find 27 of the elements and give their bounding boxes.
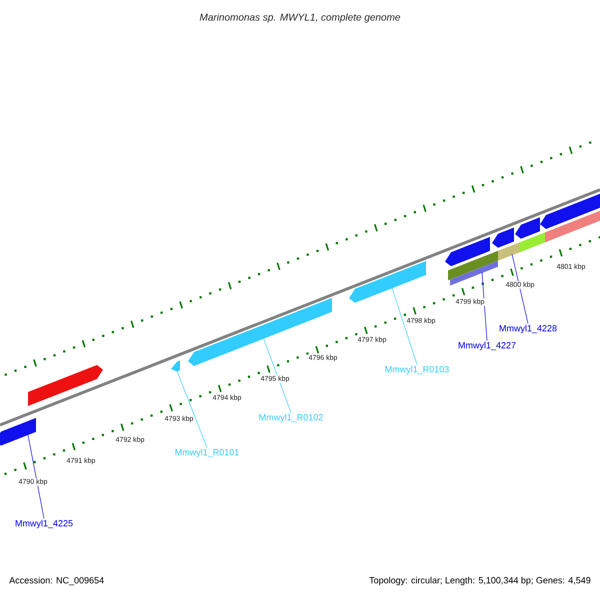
gene-feature — [0, 418, 36, 446]
leader-line — [176, 370, 208, 448]
gene-bar — [498, 242, 520, 261]
gene-bar — [520, 232, 545, 252]
leader-line — [512, 254, 528, 324]
gene-label: Mmwyl1_4225 — [16, 520, 73, 528]
gene-feature — [171, 360, 180, 372]
gene-feature — [28, 365, 103, 406]
gene-label: Mmwyl1_R0103 — [385, 366, 449, 374]
gene-bar — [545, 208, 600, 242]
gene-feature — [540, 192, 600, 229]
gene-feature — [349, 261, 426, 303]
gene-label: Mmwyl1_R0101 — [175, 448, 239, 458]
gene-feature — [445, 236, 490, 266]
leader-line — [392, 288, 418, 365]
accession-label: Accession: NC_009654 — [9, 576, 104, 586]
gene-feature — [492, 228, 514, 248]
title: Marinomonas sp. MWYL1, complete genome — [200, 13, 400, 23]
gene-label: Mmwyl1_R0102 — [259, 414, 323, 422]
gene-label: Mmwyl1_4228 — [500, 324, 557, 334]
gene-bar — [448, 250, 498, 280]
leader-line — [28, 434, 44, 519]
topology-label: Topology: circular; Length: 5,100,344 bp; Genes: 4,549 — [369, 576, 590, 586]
gene-feature — [515, 217, 540, 239]
leader-line — [262, 336, 292, 413]
gene-label: Mmwyl1_4227 — [458, 342, 516, 350]
gene-bar — [450, 260, 498, 286]
